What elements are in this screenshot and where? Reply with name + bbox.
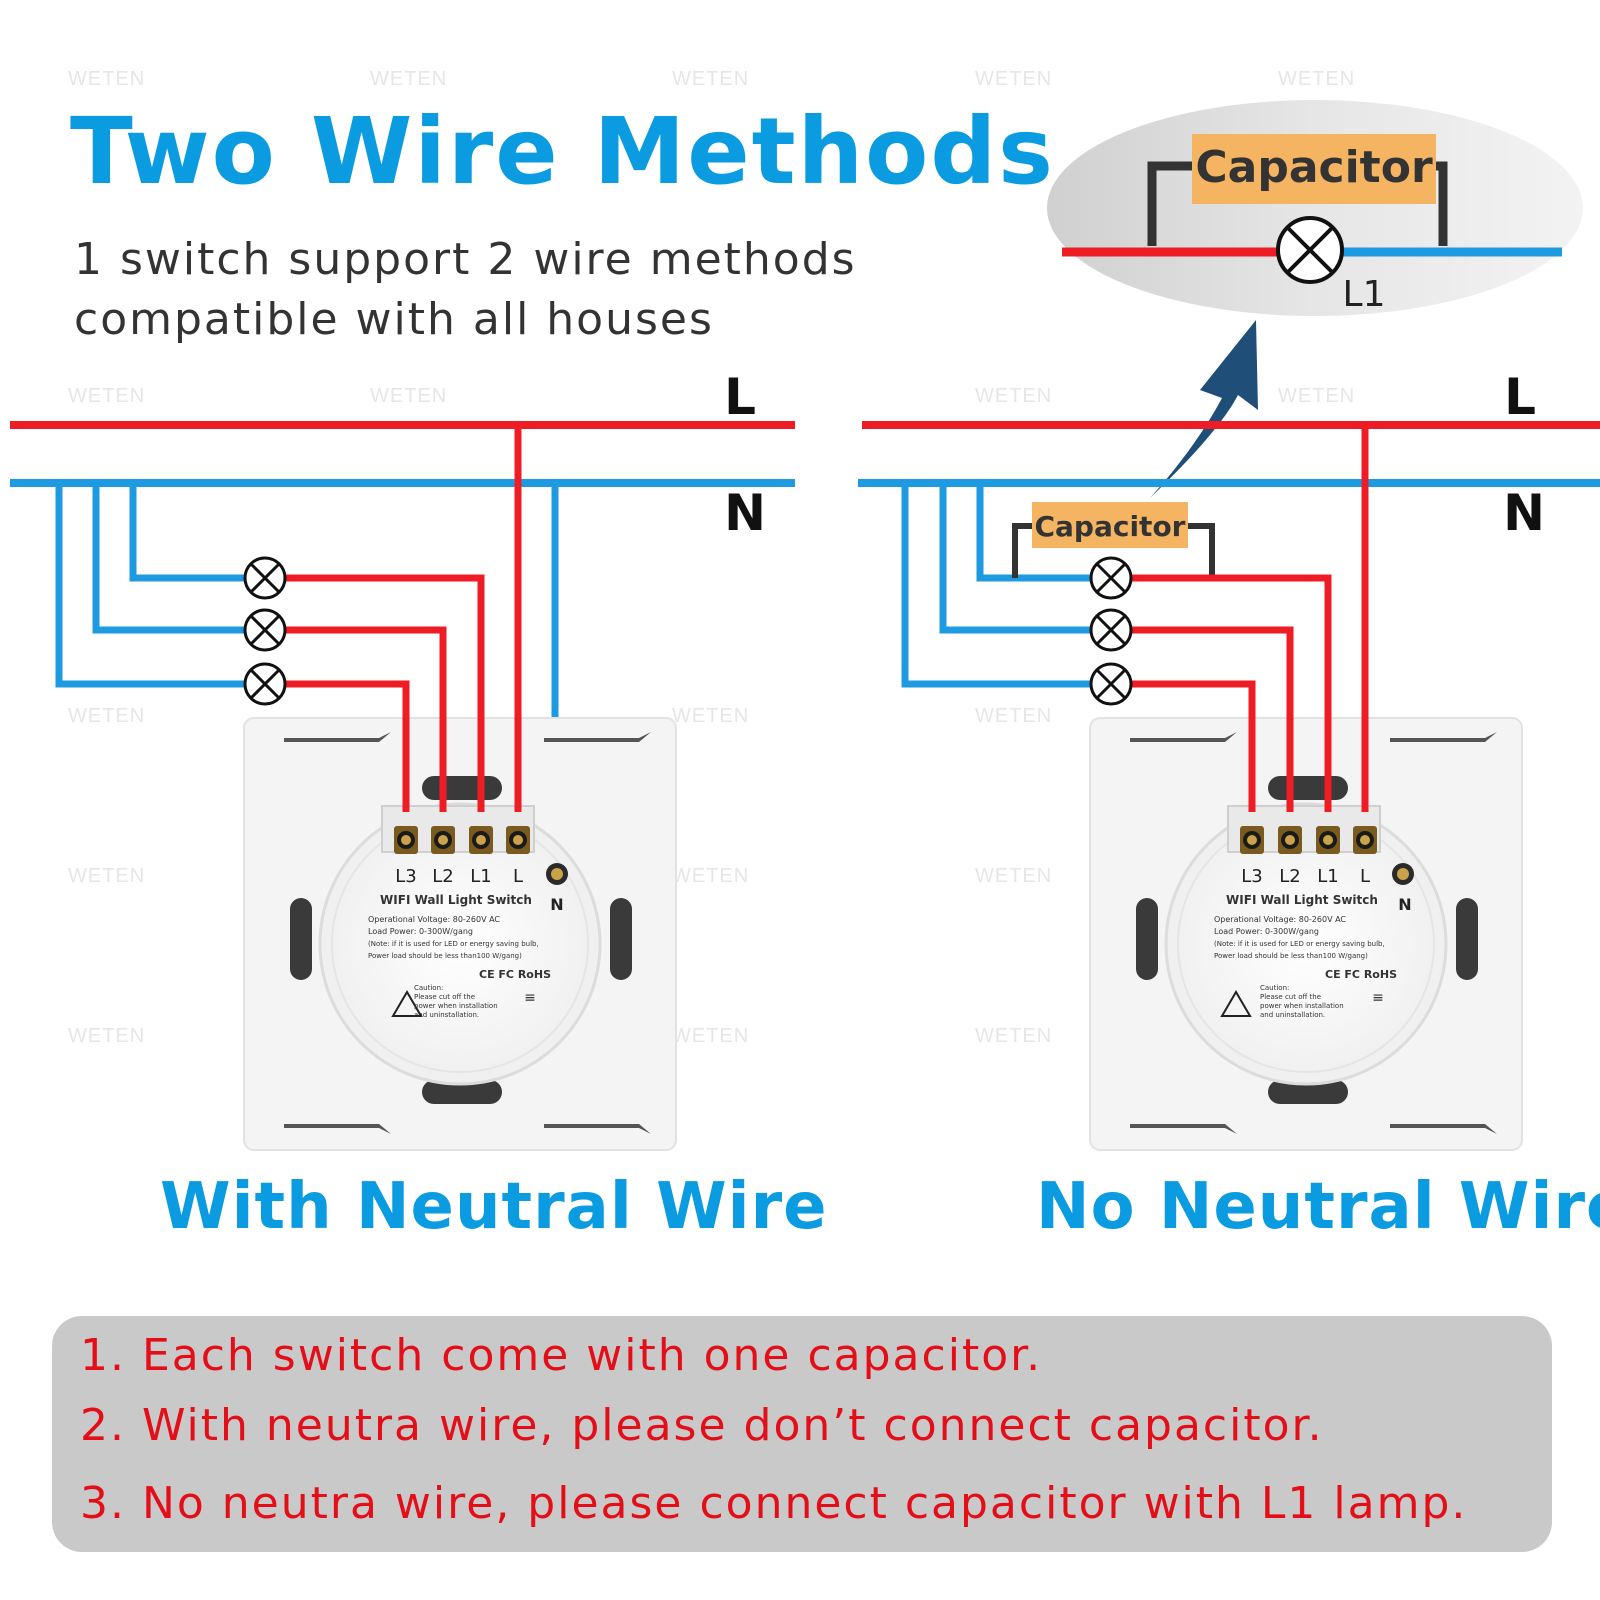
right-note-line1: (Note: if it is used for LED or energy s… [1214,940,1385,948]
right-terminal-L1: L1 [1317,866,1338,887]
left-terminal-L3: L3 [395,866,416,887]
right-terminal-L2: L2 [1279,866,1300,887]
watermark: WETEN [672,705,750,727]
left-live-label: L [724,368,756,426]
left-wifi-icon: ≡ [524,990,536,1006]
right-lamp-1 [1089,556,1133,600]
right-terminal-L3: L3 [1241,866,1262,887]
watermark: WETEN [672,68,750,90]
right-live-label: L [1504,368,1536,426]
note-1: 1. Each switch come with one capacitor. [80,1330,1043,1381]
right-terminal-N: N [1398,895,1411,914]
watermark: WETEN [975,865,1053,887]
right-spec-voltage: Operational Voltage: 80-260V AC [1214,915,1346,924]
subtitle-line-1: 1 switch support 2 wire methods [74,234,857,285]
left-lamp-1 [243,556,287,600]
right-spec-load: Load Power: 0-300W/gang [1214,927,1319,936]
watermark: WETEN [672,865,750,887]
watermark: WETEN [370,68,448,90]
left-lamp-3 [243,662,287,706]
notes-panel [52,1316,1552,1552]
watermark: WETEN [68,705,146,727]
watermark: WETEN [370,385,448,407]
watermark: WETEN [68,865,146,887]
watermark: WETEN [975,705,1053,727]
right-note-line2: Power load should be less than100 W/gang… [1214,952,1368,960]
left-switch-label: WIFI Wall Light Switch Operational Volta… [368,893,551,1019]
right-caution-line3: and uninstallation. [1260,1011,1325,1019]
right-switch-label: WIFI Wall Light Switch Operational Volta… [1214,893,1397,1019]
right-wifi-icon: ≡ [1372,990,1384,1006]
left-note-line2: Power load should be less than100 W/gang… [368,952,522,960]
left-caution-title: Caution: [414,984,443,992]
left-warning-icon [391,990,423,1017]
note-2: 2. With neutra wire, please don’t connec… [80,1400,1324,1451]
with-neutral-label: With Neutral Wire [160,1170,828,1244]
left-spec-load: Load Power: 0-300W/gang [368,927,473,936]
left-neutral-label: N [724,484,766,542]
right-caution-title: Caution: [1260,984,1289,992]
right-capacitor-label: Capacitor [1034,510,1185,543]
left-note-line1: (Note: if it is used for LED or energy s… [368,940,539,948]
left-caution-line3: and uninstallation. [414,1011,479,1019]
left-terminal-L2: L2 [432,866,453,887]
right-lamp-3 [1089,662,1133,706]
right-neutral-label: N [1503,484,1545,542]
right-capacitor-box [1032,502,1188,548]
left-marks: CE FC RoHS [479,968,551,981]
watermark: WETEN [975,1025,1053,1047]
inset-capacitor-label: Capacitor [1195,142,1433,193]
no-neutral-label: No Neutral Wire [1036,1170,1600,1244]
right-product-name: WIFI Wall Light Switch [1226,893,1378,907]
page-title: Two Wire Methods [70,98,1055,205]
watermark: WETEN [68,1025,146,1047]
left-product-name: WIFI Wall Light Switch [380,893,532,907]
inset-capacitor-box [1192,134,1436,204]
left-terminal-N: N [550,895,563,914]
left-caution-line2: power when installation [414,1002,498,1010]
right-lamp-2 [1089,608,1133,652]
watermark: WETEN [1278,385,1356,407]
watermark: WETEN [68,385,146,407]
left-terminal-L: L [513,866,523,887]
right-caution-line2: power when installation [1260,1002,1344,1010]
right-caution-line1: Please cut off the [1260,993,1321,1001]
inset-lamp-label: L1 [1343,274,1386,315]
left-caution-line1: Please cut off the [414,993,475,1001]
watermark: WETEN [672,1025,750,1047]
watermark: WETEN [975,385,1053,407]
watermark: WETEN [68,68,146,90]
left-terminal-L1: L1 [470,866,491,887]
subtitle-line-2: compatible with all houses [74,294,714,345]
note-3: 3. No neutra wire, please connect capaci… [80,1478,1468,1529]
left-lamp-2 [243,608,287,652]
right-warning-icon [1220,990,1252,1017]
watermark: WETEN [975,68,1053,90]
callout-arrow [1150,320,1258,498]
left-spec-voltage: Operational Voltage: 80-260V AC [368,915,500,924]
watermark: WETEN [1278,68,1356,90]
right-terminal-L: L [1360,866,1370,887]
right-marks: CE FC RoHS [1325,968,1397,981]
